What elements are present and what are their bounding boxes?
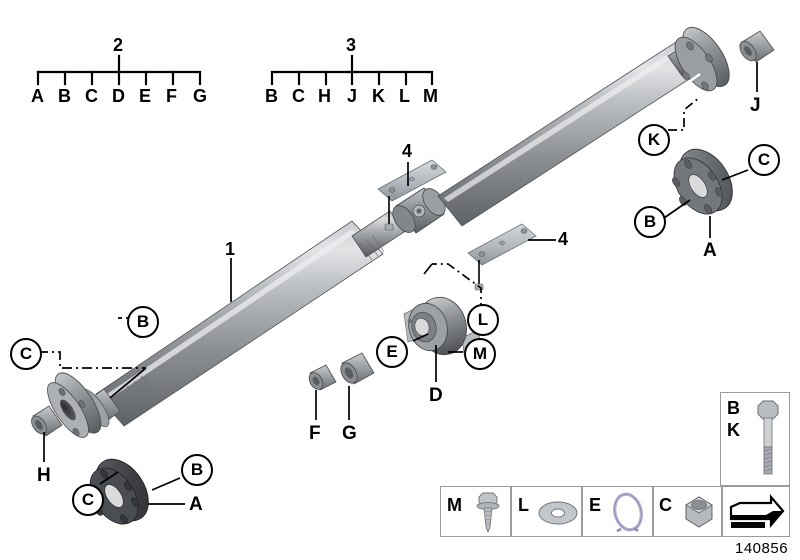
bracket3-letter-m: M: [423, 86, 438, 106]
bracket3-letter-c: C: [292, 86, 305, 106]
bracket2-letter-g: G: [193, 86, 208, 106]
circled-callout-l-center: L: [467, 304, 499, 336]
circled-callout-m-center: M: [464, 338, 496, 370]
legend-cell-m: [440, 486, 511, 537]
legend-bolt-letter-k: K: [727, 420, 740, 440]
callout-letter-g: G: [342, 423, 357, 444]
washer-icon: [538, 501, 578, 525]
hex-nut-icon: [685, 496, 713, 528]
circled-callout-b-right: B: [634, 206, 666, 238]
callout-letter-d: D: [429, 385, 443, 406]
legend-letter-m: M: [447, 495, 462, 515]
circlip-icon: [612, 492, 644, 533]
bushing-h-part: [31, 405, 63, 437]
diagram-id-number: 140856: [735, 540, 789, 557]
assembly-number-4-lower: 4: [558, 229, 569, 249]
legend-letter-l: L: [518, 495, 529, 515]
circled-callout-c-bottom: C: [72, 484, 104, 516]
assembly-number-2: 2: [113, 35, 124, 55]
circled-callout-c-left: C: [10, 338, 42, 370]
bracket3-letter-h: H: [318, 86, 331, 106]
callout-letter-f: F: [309, 423, 321, 444]
circled-callout-b-left: B: [127, 306, 159, 338]
hex-bolt-icon: [757, 400, 779, 475]
mounting-bracket-4-upper: [377, 159, 447, 231]
flange-screw-icon: [476, 492, 500, 534]
bracket3-letter-l: L: [399, 86, 410, 106]
bracket3-letter-b: B: [265, 86, 278, 106]
circled-callout-c-right: C: [748, 144, 780, 176]
bracket2-letter-f: F: [166, 86, 177, 106]
bracket2-letter-a: A: [31, 86, 44, 106]
assembly-number-1: 1: [225, 239, 236, 259]
legend-letter-e: E: [589, 495, 602, 515]
bracket2-letter-c: C: [85, 86, 98, 106]
bracket2-letter-b: B: [58, 86, 71, 106]
bracket2-letter-e: E: [139, 86, 152, 106]
mounting-bracket-4-lower: [467, 223, 537, 291]
bracket2-letter-d: D: [112, 86, 125, 106]
arrow-direction-icon: [729, 494, 785, 528]
circled-callout-e-center: E: [376, 336, 408, 368]
callout-letter-a-bottom: A: [189, 494, 203, 515]
assembly-number-3: 3: [346, 35, 357, 55]
callout-letter-a-right: A: [703, 240, 717, 261]
callout-letter-h: H: [37, 465, 51, 486]
bushing-j-part: [739, 30, 775, 63]
callout-letter-j: J: [750, 95, 761, 116]
circled-callout-k-right: K: [638, 124, 670, 156]
bushing-f-part: [308, 364, 337, 391]
bracket3-letter-k: K: [372, 86, 385, 106]
bracket3-letter-j: J: [347, 86, 358, 106]
circled-callout-b-bottom: B: [181, 454, 213, 486]
legend-bolt-letter-b: B: [727, 398, 740, 418]
rear-flange-head: [674, 26, 730, 92]
bushing-g-part: [340, 352, 375, 385]
assembly-number-4-upper: 4: [402, 141, 413, 161]
legend-letter-c: C: [659, 495, 672, 515]
driveshaft-front-section: [80, 220, 384, 429]
flex-disc-a-right: [672, 148, 733, 215]
